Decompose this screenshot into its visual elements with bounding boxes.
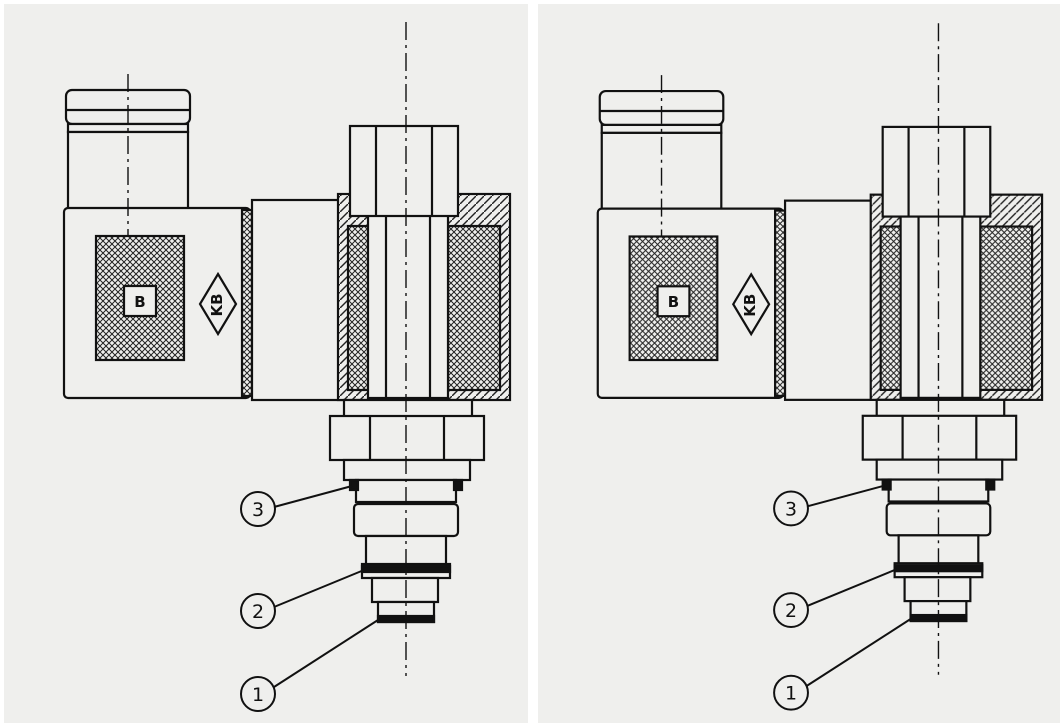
callout-label-3: 3 (785, 498, 797, 520)
valve-drawing-left: B KB 3 2 1 (4, 4, 528, 723)
coil-badge-box (122, 284, 158, 318)
plug-badge-text: KB (741, 294, 759, 317)
callout-label-1: 1 (785, 683, 797, 705)
callout-label-1: 1 (252, 684, 264, 706)
armature-tube (366, 210, 450, 400)
coil-box (250, 198, 346, 402)
coil-badge-text: B (134, 293, 145, 311)
callout-circle-1 (240, 676, 276, 712)
callout-label-2: 2 (252, 601, 264, 623)
hex-nut (328, 414, 486, 462)
valve-drawing-right: B KB 3 2 1 (538, 4, 1060, 723)
callout-circle-2 (240, 593, 276, 629)
seal-3 (348, 478, 360, 492)
valve-svg-right: B KB 3 2 1 (596, 23, 1044, 711)
callout-label-2: 2 (785, 600, 797, 622)
plug-badge-text: KB (208, 293, 226, 316)
top-nut (348, 124, 460, 218)
plug-badge-diamond (198, 271, 238, 337)
callout-circle-3 (240, 491, 276, 527)
callout-label-3: 3 (252, 499, 264, 521)
coil-badge-text: B (668, 293, 679, 311)
valve-svg-left: B KB 3 2 1 (62, 22, 512, 712)
